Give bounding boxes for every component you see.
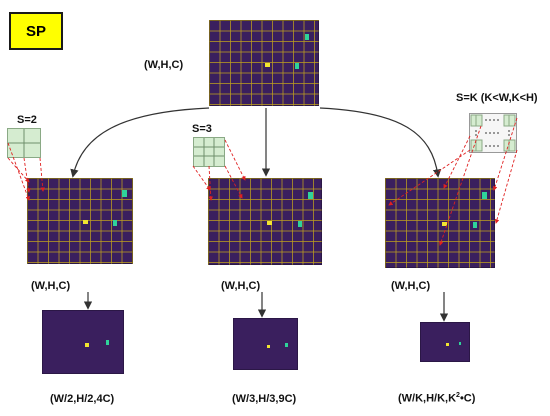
activation-yellow bbox=[85, 343, 89, 347]
feature-map-right bbox=[385, 178, 495, 268]
sp-badge: SP bbox=[9, 12, 63, 50]
output-shape-mid: (W/3,H/3,9C) bbox=[232, 393, 297, 405]
activation-green bbox=[295, 63, 299, 69]
stride-3-label: S=3 bbox=[192, 123, 212, 135]
stride-k-kernel bbox=[469, 113, 517, 153]
input-shape-label: (W,H,C) bbox=[144, 59, 184, 71]
activation-green bbox=[285, 343, 288, 347]
arrow-to-right-branch bbox=[319, 107, 442, 178]
output-shape-right-prefix: (W/K,H/K,K bbox=[398, 392, 457, 405]
output-shape-right-suffix: •C) bbox=[459, 392, 476, 405]
left-shape-label: (W,H,C) bbox=[31, 280, 71, 292]
activation-green bbox=[459, 342, 461, 345]
activation-green bbox=[308, 192, 313, 199]
output-shape-right: (W/K,H/K,K2•C) bbox=[398, 392, 475, 405]
activation-green bbox=[473, 222, 477, 228]
activation-yellow bbox=[267, 221, 272, 225]
output-map-left bbox=[42, 310, 124, 374]
activation-yellow bbox=[265, 63, 270, 67]
stride-2-kernel bbox=[7, 128, 41, 158]
feature-map-left bbox=[27, 178, 133, 264]
output-map-right bbox=[420, 322, 470, 362]
activation-yellow bbox=[446, 343, 449, 346]
output-shape-left: (W/2,H/2,4C) bbox=[50, 393, 115, 405]
activation-green bbox=[482, 192, 487, 199]
arrow-to-left-branch bbox=[70, 107, 210, 178]
activation-yellow bbox=[442, 222, 447, 226]
right-shape-label: (W,H,C) bbox=[391, 280, 431, 292]
activation-yellow bbox=[83, 220, 88, 224]
input-feature-map bbox=[209, 20, 319, 106]
activation-green bbox=[305, 34, 309, 40]
activation-green bbox=[113, 220, 117, 226]
stride-3-kernel bbox=[193, 137, 225, 167]
mid-shape-label: (W,H,C) bbox=[221, 280, 261, 292]
stride-k-label: S=K (K<W,K<H) bbox=[456, 92, 538, 104]
feature-map-mid bbox=[208, 178, 322, 265]
output-map-mid bbox=[233, 318, 298, 370]
activation-green bbox=[298, 221, 302, 227]
stride-2-label: S=2 bbox=[17, 114, 37, 126]
sp-badge-text: SP bbox=[25, 22, 46, 40]
activation-green bbox=[106, 340, 109, 345]
activation-yellow bbox=[267, 345, 270, 348]
activation-green bbox=[122, 190, 127, 197]
output-shape-right-exponent: 2 bbox=[456, 392, 460, 399]
